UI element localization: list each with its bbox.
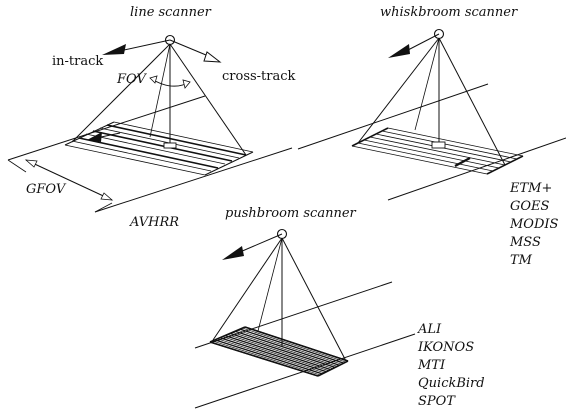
whiskbroom-sensor-1: GOES: [510, 199, 550, 214]
detector-line: [212, 340, 321, 376]
fov-label: FOV: [116, 72, 147, 87]
detector-line: [219, 337, 327, 373]
detector-line: [224, 334, 332, 371]
pushbroom-sensor-3: QuickBird: [418, 376, 485, 391]
fov-right-ray: [438, 37, 506, 166]
whiskbroom-sensor-2: MODIS: [509, 217, 559, 232]
pushbroom-sensor-1: IKONOS: [417, 340, 474, 355]
scan-lines: [209, 326, 349, 377]
in-track-label: in-track: [52, 54, 103, 69]
gfov-label: GFOV: [26, 182, 67, 197]
cross-track-arrow-shaft: [169, 39, 207, 56]
whiskbroom-scanner-panel: whiskbroom scanner ETM+ GOES MODIS MSS T…: [297, 5, 566, 268]
whiskbroom-scanner-title: whiskbroom scanner: [380, 5, 518, 20]
swath-top-edge: [297, 83, 489, 150]
detector-line: [222, 336, 329, 371]
pushbroom-sensor-0: ALI: [417, 322, 442, 337]
detector-line: [237, 329, 342, 365]
detector-line: [239, 328, 344, 364]
in-track-arrow-icon: [102, 44, 126, 55]
cross-track-arrow-icon: [203, 51, 222, 63]
detector-line: [232, 332, 338, 367]
detector-line: [242, 327, 346, 363]
swath-bottom-edge: [194, 333, 416, 409]
detector-line: [229, 332, 336, 369]
ground-pixel: [163, 142, 177, 149]
gfov-dimension-line: [25, 159, 113, 201]
fov-right-ray: [281, 237, 347, 362]
swath-top-edge: [7, 95, 206, 161]
view-ray: [149, 43, 171, 138]
pushbroom-sensor-4: SPOT: [418, 394, 456, 409]
whiskbroom-sensor-0: ETM+: [509, 181, 552, 196]
whiskbroom-sensor-4: TM: [510, 253, 533, 268]
line-sensor-0: AVHRR: [129, 215, 179, 230]
line-scanner-panel: line scanner in-track: [7, 5, 296, 230]
pushbroom-scanner-title: pushbroom scanner: [225, 206, 357, 221]
pushbroom-sensor-2: MTI: [417, 358, 446, 373]
whiskbroom-sensor-3: MSS: [509, 235, 541, 250]
ground-pixel: [431, 141, 446, 149]
cross-track-label: cross-track: [222, 69, 296, 84]
detector-line: [227, 334, 334, 369]
view-ray: [257, 237, 283, 332]
ground-direction-arrow-icon: [87, 132, 102, 142]
whiskbroom-direction-arrow-icon: [388, 44, 410, 58]
pushbroom-scanner-panel: pushbroom scanner ALI IKONOS MTI QuickBi…: [194, 206, 485, 409]
detector-line: [217, 338, 325, 374]
view-ray: [414, 37, 440, 131]
fov-right-ray: [169, 43, 247, 156]
swath-top-edge: [194, 281, 393, 349]
line-scanner-title: line scanner: [130, 5, 212, 20]
fov-left-ray: [71, 43, 171, 143]
pushbroom-direction-arrow-icon: [222, 246, 244, 260]
swath-bottom-edge: [387, 137, 566, 201]
in-track-arrow-shaft: [123, 39, 171, 51]
swath-bottom-edge: [94, 147, 293, 213]
detector-line: [214, 339, 323, 375]
scan-lines: [64, 121, 254, 176]
detector-line: [234, 330, 340, 366]
fov-left-ray: [212, 237, 283, 341]
fov-left-ray: [357, 37, 440, 144]
